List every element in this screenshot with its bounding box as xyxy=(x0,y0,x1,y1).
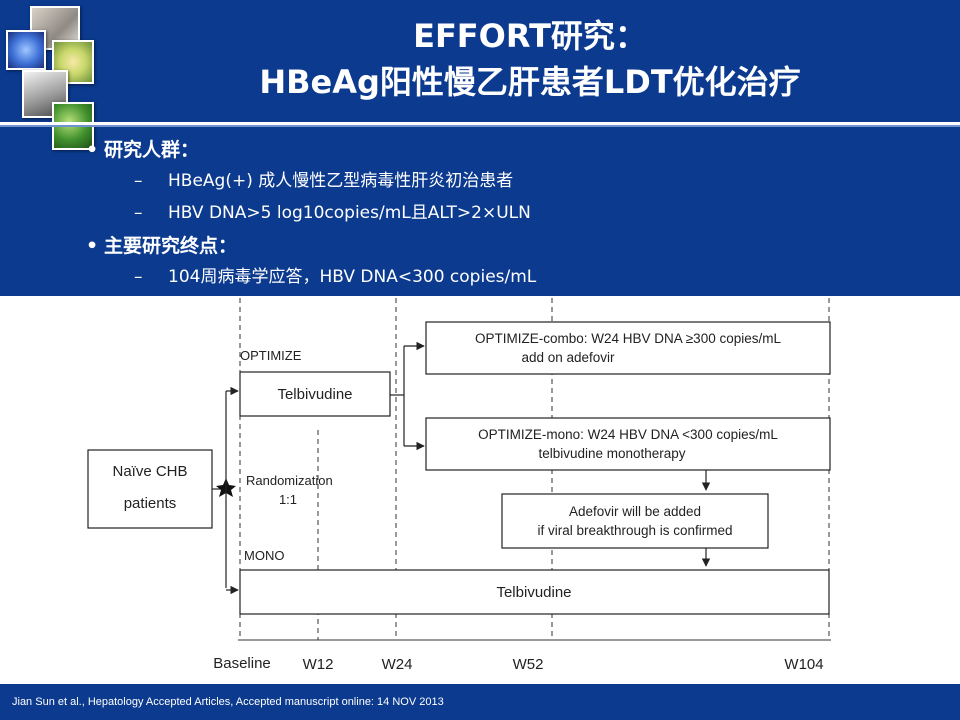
sub-bullet-population-1: – HBeAg(+) 成人慢性乙型病毒性肝炎初治患者 xyxy=(134,170,513,192)
bullet-population-label: 研究人群： xyxy=(104,139,200,161)
bullet-population: •研究人群： xyxy=(86,138,199,162)
adefovir-line2: if viral breakthrough is confirmed xyxy=(537,523,732,538)
timeline-label-baseline: Baseline xyxy=(213,655,271,672)
timeline-label-w104: W104 xyxy=(784,656,823,673)
timeline-label-w24: W24 xyxy=(382,656,413,673)
header-divider xyxy=(0,122,960,125)
photo-cell-image xyxy=(6,30,46,70)
naive-chb-line1: Naïve CHB xyxy=(112,463,187,480)
optimize-label: OPTIMIZE xyxy=(240,348,302,363)
sub-bullet-text: HBeAg(+) 成人慢性乙型病毒性肝炎初治患者 xyxy=(168,171,514,191)
sub-bullet-endpoint-1: – 104周病毒学应答，HBV DNA<300 copies/mL xyxy=(134,266,536,288)
optimize-mono-line2: telbivudine monotherapy xyxy=(538,446,685,461)
title-line-2: HBeAg阳性慢乙肝患者LDT优化治疗 xyxy=(259,63,801,101)
optimize-combo-box xyxy=(425,321,831,375)
header-band: EFFORT研究： HBeAg阳性慢乙肝患者LDT优化治疗 •研究人群： –HB… xyxy=(0,0,960,296)
bullet-endpoint-label: 主要研究终点： xyxy=(104,235,238,257)
bullet-endpoint: •主要研究终点： xyxy=(86,234,237,258)
bullet-dot: • xyxy=(86,139,99,161)
sub-bullet-text: HBV DNA>5 log10copies/mL且ALT>2×ULN xyxy=(168,203,531,223)
telbivudine-mono-box xyxy=(239,569,830,615)
naive-chb-line2: patients xyxy=(124,495,177,512)
adefovir-box xyxy=(501,493,769,549)
photo-collage xyxy=(0,0,100,160)
footer-band: Jian Sun et al., Hepatology Accepted Art… xyxy=(0,684,960,720)
study-design-diagram: Naïve CHB patients OPTIMIZE Randomizatio… xyxy=(87,298,831,673)
naive-chb-box xyxy=(87,449,213,529)
header-divider-shade xyxy=(0,125,960,127)
sub-bullet-population-2: – HBV DNA>5 log10copies/mL且ALT>2×ULN xyxy=(134,202,531,224)
randomization-label: Randomization xyxy=(246,473,333,488)
optimize-mono-box xyxy=(425,417,831,471)
mono-label: MONO xyxy=(244,548,284,563)
optimize-mono-line1: OPTIMIZE-mono: W24 HBV DNA <300 copies/m… xyxy=(478,427,778,442)
sub-bullet-dash: – xyxy=(134,171,143,191)
adefovir-line1: Adefovir will be added xyxy=(569,504,701,519)
sub-bullet-dash: – xyxy=(134,267,143,287)
sub-bullet-text: 104周病毒学应答，HBV DNA<300 copies/mL xyxy=(168,267,537,287)
telbivudine-optimize-text: Telbivudine xyxy=(277,386,352,403)
bullet-dot: • xyxy=(86,235,99,257)
optimize-combo-line1: OPTIMIZE-combo: W24 HBV DNA ≥300 copies/… xyxy=(475,331,781,346)
randomization-ratio: 1:1 xyxy=(279,492,297,507)
sub-bullet-dash: – xyxy=(134,203,143,223)
footer-citation: Jian Sun et al., Hepatology Accepted Art… xyxy=(12,696,444,708)
title-line-1: EFFORT研究： xyxy=(413,17,647,55)
telbivudine-optimize-box xyxy=(239,371,391,417)
optimize-combo-line2: add on adefovir xyxy=(521,350,615,365)
telbivudine-mono-text: Telbivudine xyxy=(496,584,571,601)
timeline-label-w12: W12 xyxy=(303,656,334,673)
timeline-label-w52: W52 xyxy=(513,656,544,673)
